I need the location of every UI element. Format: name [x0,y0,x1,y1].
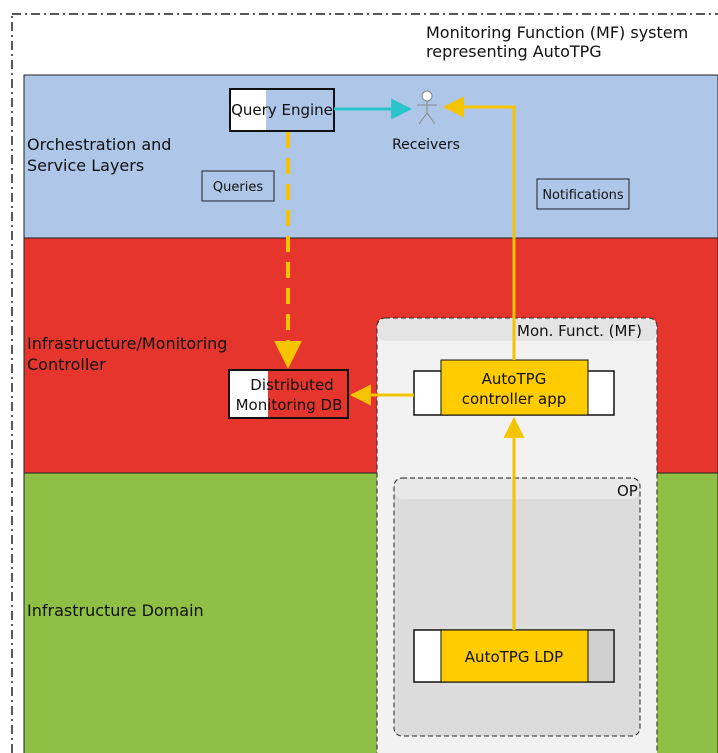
domain-layer-label: Infrastructure Domain [27,601,204,620]
controller-app-label-line1: AutoTPG [482,370,547,388]
receivers-actor-icon [417,90,437,125]
system-boundary [11,13,718,753]
receivers-label: Receivers [392,137,460,153]
op-group [393,477,641,737]
controller-layer-label-line1: Infrastructure/Monitoring [27,334,227,353]
query-engine-label: Query Engine [231,101,333,119]
op-group-label: OP [617,482,638,500]
notifications-box [536,178,630,210]
mf-group-header [378,319,656,341]
system-title-line1: Monitoring Function (MF) system [426,23,688,42]
distributed-db-node: Distributed Monitoring DB [228,369,349,419]
controller-layer-label-line2: Controller [27,355,106,374]
op-group-header [395,479,639,499]
distributed-db-label-line1: Distributed [250,376,333,394]
orchestration-layer-band [23,74,718,239]
queries-label: Queries [213,180,263,195]
controller-app-label-line2: controller app [462,390,567,408]
mf-group-label: Mon. Funct. (MF) [517,322,642,340]
ldp-label: AutoTPG LDP [465,648,563,666]
query-engine-node: Query Engine [229,88,335,132]
orchestration-layer-label-line2: Service Layers [27,156,144,175]
system-title-line2: representing AutoTPG [426,42,602,61]
controller-app-node: AutoTPG controller app [413,359,615,416]
notifications-label: Notifications [542,188,624,203]
controller-to-receivers-arrow [442,96,516,360]
orchestration-layer-label-line1: Orchestration and [27,135,171,154]
distributed-db-label-line2: Monitoring DB [236,396,343,414]
ldp-node: AutoTPG LDP [413,629,615,683]
queries-box [201,170,275,202]
